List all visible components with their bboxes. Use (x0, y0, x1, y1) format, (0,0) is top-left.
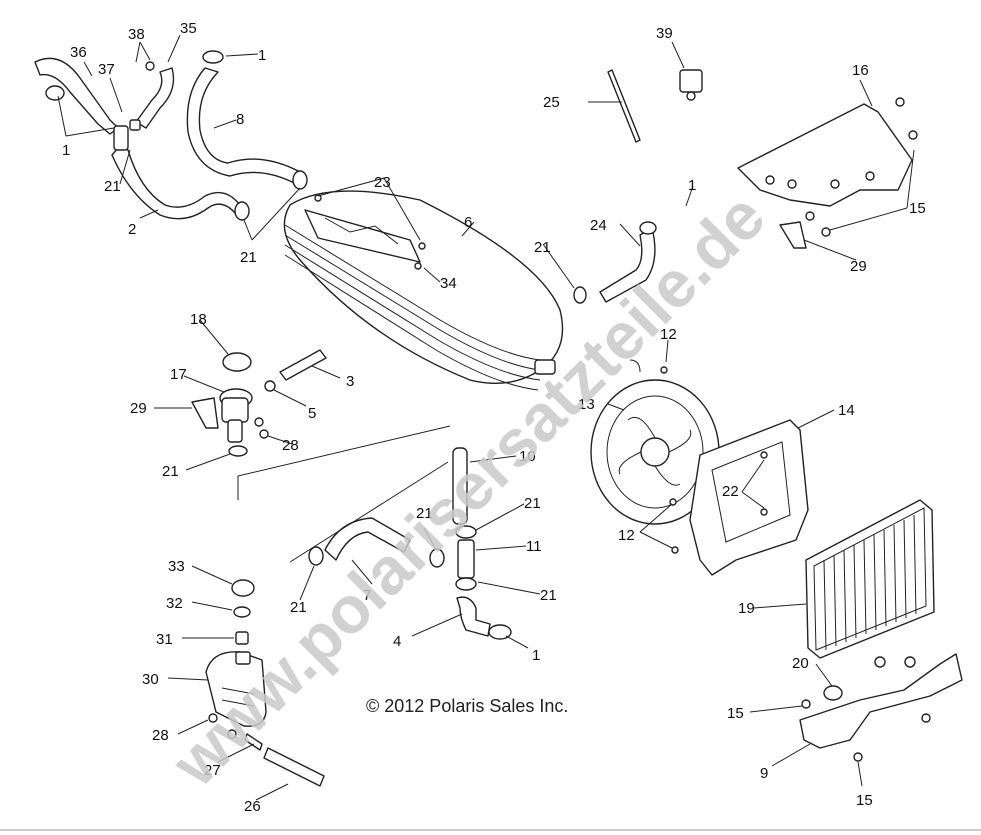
fitting-38 (129, 61, 155, 131)
fitting-27 (244, 733, 263, 751)
callout: 3 (346, 373, 354, 390)
screws-12 (660, 366, 679, 554)
callout: 33 (168, 558, 185, 575)
callout: 12 (660, 326, 677, 343)
callout: 1 (258, 47, 266, 64)
callout: 15 (727, 705, 744, 722)
cap-33 (231, 579, 255, 597)
callout-labels: 1 1 1 1 2 3 4 5 6 7 8 9 10 11 12 12 13 1… (62, 20, 926, 815)
callout: 12 (618, 527, 635, 544)
bolts-15-bottom (801, 699, 931, 762)
callout: 24 (590, 217, 607, 234)
clamp-21-housing (228, 445, 248, 457)
callout: 36 (70, 44, 87, 61)
callout: 29 (130, 400, 147, 417)
fan-13 (590, 359, 720, 525)
hose-4 (456, 596, 512, 640)
plug-5 (264, 380, 276, 392)
tube-26 (263, 747, 325, 787)
callout: 28 (152, 727, 169, 744)
callout: 35 (180, 20, 197, 37)
callout: 4 (393, 633, 401, 650)
hose-36 (34, 57, 119, 135)
callout: 21 (534, 239, 551, 256)
callout: 21 (540, 587, 557, 604)
callout: 29 (850, 258, 867, 275)
bracket-9 (799, 653, 963, 749)
callout: 34 (440, 275, 457, 292)
bolts-28-left (254, 417, 269, 439)
callout: 21 (104, 178, 121, 195)
tube-10 (452, 447, 468, 525)
radiator-19 (805, 499, 935, 659)
callout: 26 (244, 798, 261, 815)
callout: 15 (909, 200, 926, 217)
callout: 21 (162, 463, 179, 480)
screws-28-reservoir (208, 713, 237, 739)
tube-assembly-6 (283, 190, 564, 391)
callout: 1 (62, 142, 70, 159)
callout: 5 (308, 405, 316, 422)
callout: 19 (738, 600, 755, 617)
clamp-21-top (234, 170, 308, 221)
bracket-29-right (779, 221, 807, 249)
callout: 1 (688, 177, 696, 194)
leader-lines (57, 34, 915, 801)
callout: 30 (142, 671, 159, 688)
callout: 15 (856, 792, 873, 809)
neck-31 (235, 631, 249, 645)
reservoir-30 (205, 651, 267, 727)
washer-32 (233, 606, 251, 618)
clamp-1-top (202, 50, 224, 64)
callout: 13 (578, 396, 595, 413)
rod-25 (607, 69, 641, 143)
callout: 25 (543, 94, 560, 111)
hose-24 (599, 221, 657, 303)
grommet-20 (823, 685, 843, 701)
callout: 6 (464, 214, 472, 231)
callout: 2 (128, 221, 136, 238)
bolts-15-top (805, 97, 918, 237)
callout: 20 (792, 655, 809, 672)
callout: 16 (852, 62, 869, 79)
radiator-fins (823, 514, 917, 651)
bracket-16 (737, 103, 913, 207)
callout: 10 (519, 448, 536, 465)
fitting-11 (455, 525, 477, 591)
callout: 8 (236, 111, 244, 128)
callout: 28 (282, 437, 299, 454)
callout: 39 (656, 25, 673, 42)
cap-18 (222, 352, 252, 372)
heat-shield-23 (304, 194, 426, 270)
bracket-29-left (191, 397, 219, 429)
callout: 1 (532, 647, 540, 664)
callout: 21 (290, 599, 307, 616)
sensor-39 (679, 69, 703, 101)
callout: 32 (166, 595, 183, 612)
clamp-21-right (573, 286, 587, 304)
copyright-text: © 2012 Polaris Sales Inc. (366, 696, 568, 716)
callout: 18 (190, 311, 207, 328)
callout: 17 (170, 366, 187, 383)
callout: 21 (240, 249, 257, 266)
callout: 14 (838, 402, 855, 419)
hose-35 (135, 67, 175, 129)
callout: 37 (98, 61, 115, 78)
callout: 21 (416, 505, 433, 522)
tube-3 (279, 349, 327, 381)
callout: 7 (363, 587, 371, 604)
callout: 22 (722, 483, 739, 500)
callout: 9 (760, 765, 768, 782)
callout: 31 (156, 631, 173, 648)
callout: 27 (204, 762, 221, 779)
callout: 21 (524, 495, 541, 512)
callout: 11 (526, 538, 542, 555)
callout: 38 (128, 26, 145, 43)
callout: 23 (374, 174, 391, 191)
clamps-21-lower (429, 548, 445, 568)
housing-17 (219, 388, 253, 443)
